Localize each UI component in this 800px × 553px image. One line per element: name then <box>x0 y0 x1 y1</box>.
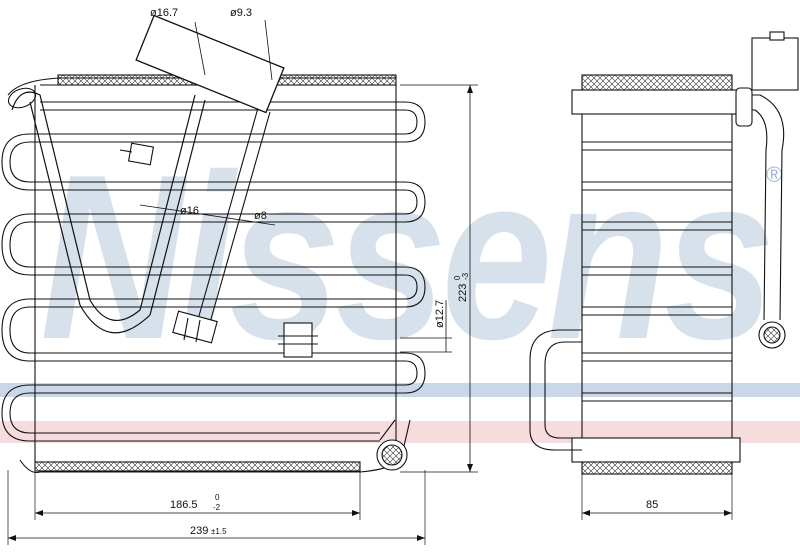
side-dimensions: 85 <box>581 474 733 520</box>
brand-watermark: Nissens ® <box>0 125 800 443</box>
front-dimensions: ø16.7 ø9.3 ø16 ø8 223 -3 0 ø12.7 186.5 0… <box>7 7 478 545</box>
tube-diameter-large-label: ø16 <box>180 205 199 217</box>
bottom-fitting <box>376 419 411 471</box>
core-width-tol-lower: -2 <box>213 503 221 512</box>
core-width-label: 186.5 <box>170 499 198 511</box>
thermostat-clip <box>278 322 318 358</box>
sensor-fitting <box>119 142 155 166</box>
side-tube-lines <box>582 141 732 402</box>
depth-dimension-label: 85 <box>646 499 658 511</box>
pipe-flange-block <box>135 14 285 114</box>
side-riser-pipe <box>740 94 785 321</box>
outlet-diameter-label: ø9.3 <box>230 7 252 19</box>
overall-width-label: 239 <box>190 525 208 537</box>
side-pipe-cap <box>751 37 799 91</box>
side-return-loop <box>529 329 582 451</box>
tube-diameter-small-label: ø8 <box>254 210 267 222</box>
top-header-curve <box>7 77 396 96</box>
watermark-logo: Nissens <box>40 125 770 388</box>
bottom-header-plate <box>34 461 361 472</box>
height-tol-upper: 0 <box>453 275 462 280</box>
side-view <box>529 31 799 475</box>
overall-width-tol: ±1.5 <box>211 527 227 536</box>
watermark-registered-icon: ® <box>766 162 782 187</box>
fin-pipe-diameter-label: ø12.7 <box>434 300 446 328</box>
height-dimension-label: 223 <box>457 284 469 302</box>
outlet-pipe <box>172 107 271 344</box>
serpentine-tubes <box>1 101 426 442</box>
inlet-pipe <box>7 87 206 334</box>
core-width-tol-upper: 0 <box>215 493 220 502</box>
height-tol-lower: -3 <box>461 272 470 280</box>
inlet-diameter-label: ø16.7 <box>150 7 178 19</box>
front-view <box>1 14 426 474</box>
